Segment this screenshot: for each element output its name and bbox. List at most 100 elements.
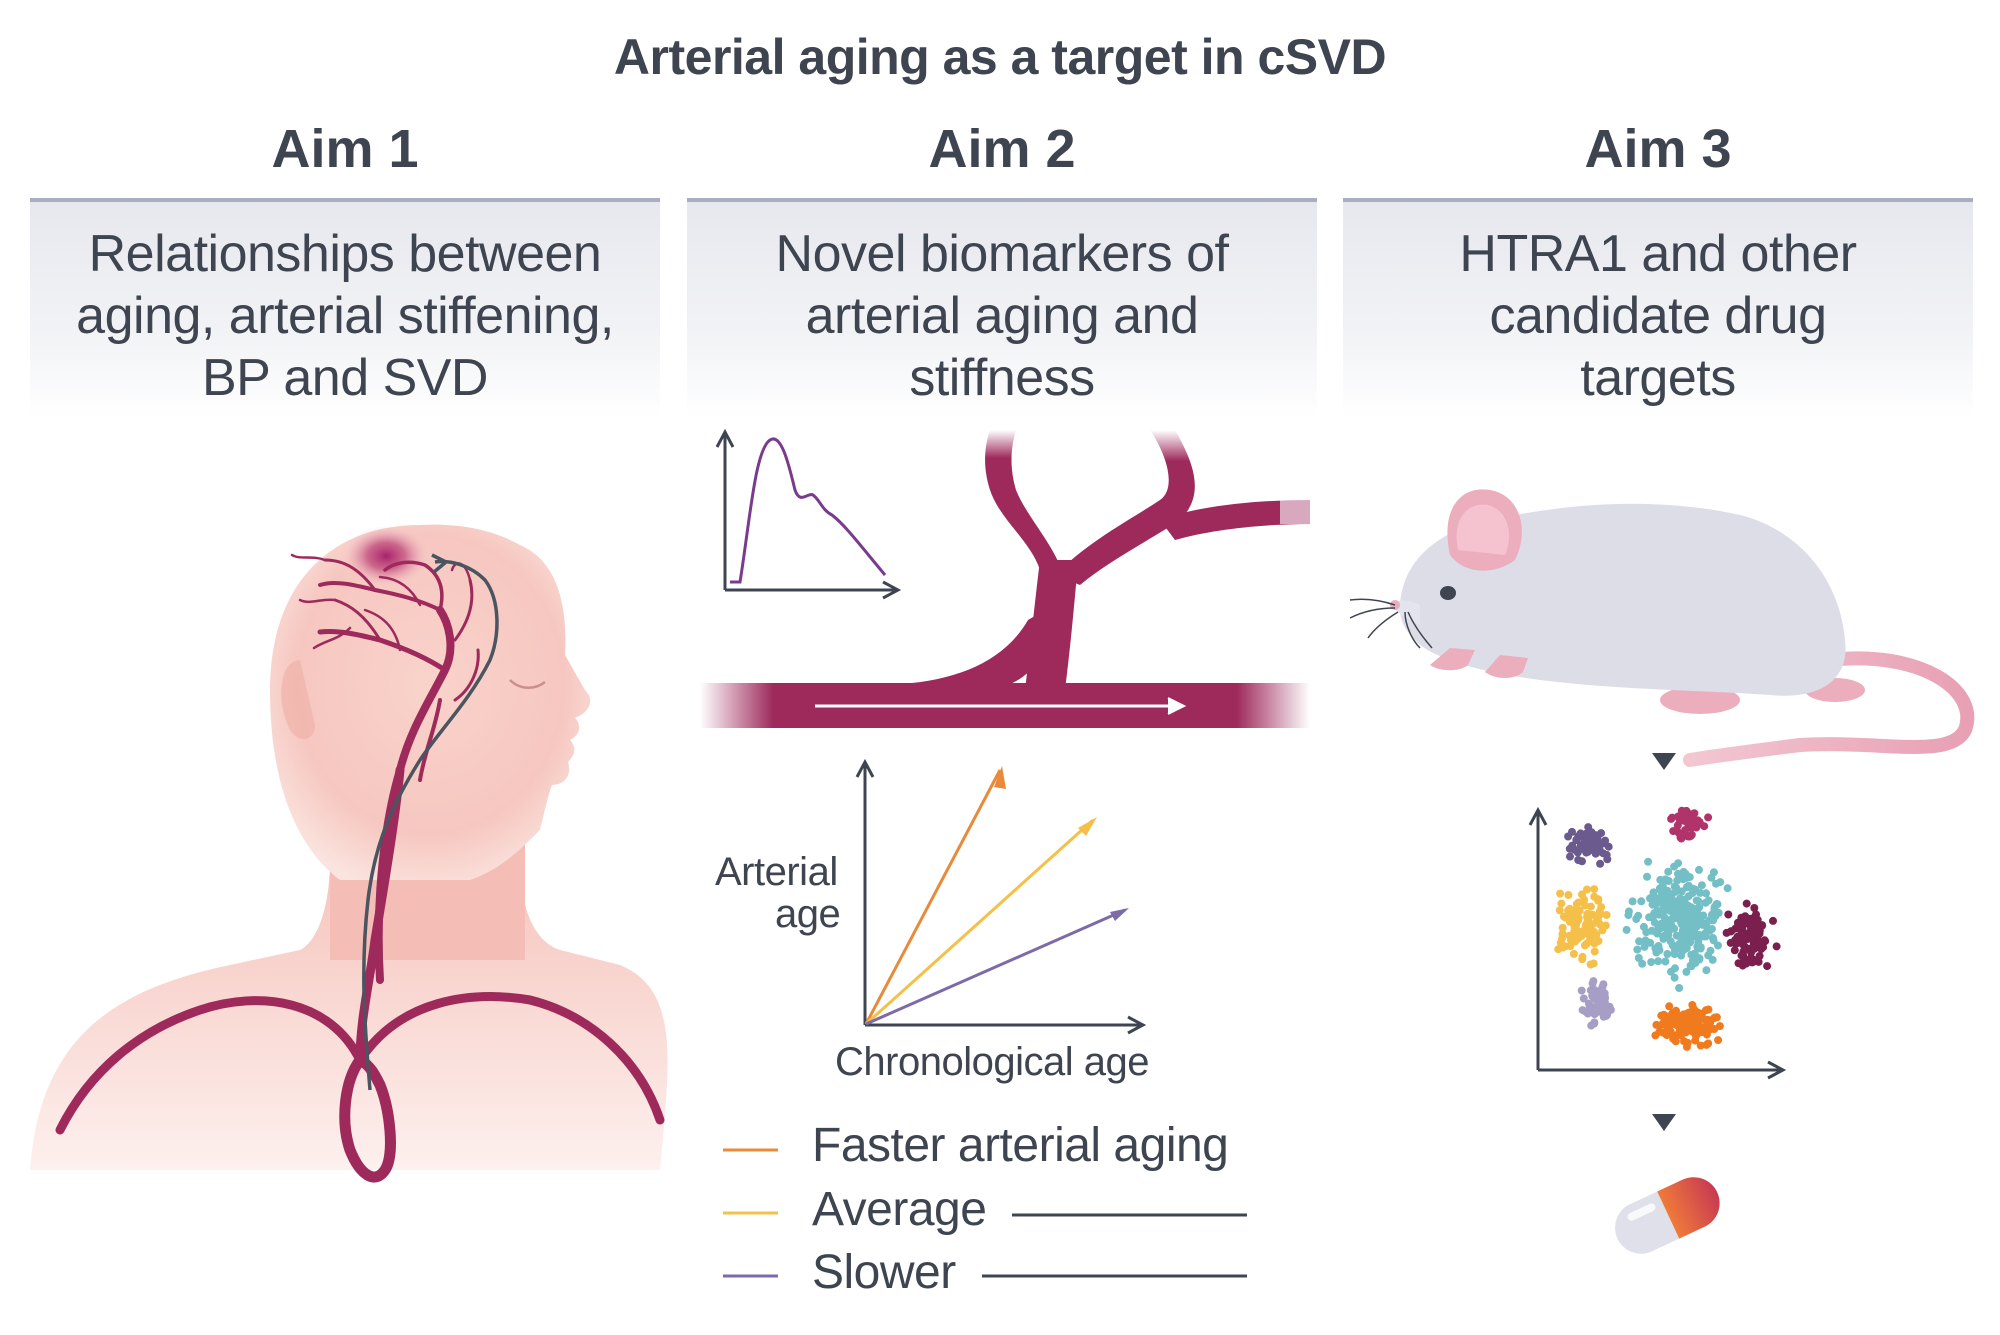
cluster-dot-3 — [1588, 920, 1597, 929]
cluster-dot-4 — [1695, 865, 1703, 874]
cluster-dot-2 — [1668, 813, 1677, 822]
cluster-dot-5 — [1731, 936, 1740, 944]
cluster-dot-1 — [1602, 850, 1611, 859]
cluster-dot-7 — [1689, 1004, 1698, 1013]
cluster-dot-4 — [1675, 984, 1684, 992]
cluster-dot-7 — [1669, 1034, 1678, 1043]
branching-artery-illustration — [700, 430, 1310, 728]
diagram-title: Arterial aging as a target in cSVD — [613, 29, 1387, 85]
cluster-dot-7 — [1665, 1002, 1674, 1011]
cluster-dot-4 — [1634, 954, 1643, 962]
cluster-dot-4 — [1663, 929, 1672, 938]
cluster-dot-4 — [1699, 911, 1708, 920]
cluster-dot-4 — [1639, 922, 1648, 931]
cluster-dot-4 — [1675, 874, 1684, 883]
cluster-dot-4 — [1688, 889, 1697, 897]
aim-1-label: Aim 1 — [271, 119, 419, 179]
legend-label-faster: Faster arterial aging — [812, 1119, 1229, 1172]
cluster-dot-1 — [1578, 857, 1586, 866]
arterial-age-chart — [855, 758, 1147, 1035]
cluster-dot-4 — [1640, 942, 1649, 951]
cluster-dot-3 — [1576, 928, 1585, 936]
chart-y-label-line-1: Arterial — [715, 850, 838, 894]
cluster-dot-4 — [1654, 894, 1663, 903]
faster-aging-line — [864, 769, 1002, 1025]
cluster-dot-4 — [1655, 910, 1664, 919]
cluster-dot-3 — [1565, 931, 1574, 940]
cluster-dot-1 — [1591, 837, 1600, 846]
cluster-dot-2 — [1682, 806, 1691, 815]
aim-1-line-3: BP and SVD — [201, 349, 489, 407]
cluster-dot-1 — [1595, 845, 1604, 853]
aim-3-line-1: HTRA1 and other — [1459, 225, 1857, 283]
cluster-dot-5 — [1752, 910, 1760, 919]
cluster-dot-4 — [1709, 936, 1718, 945]
cluster-dot-3 — [1557, 899, 1566, 908]
cluster-dot-3 — [1589, 959, 1598, 968]
cluster-dot-4 — [1670, 882, 1679, 891]
cluster-dot-3 — [1586, 902, 1595, 911]
cluster-dot-3 — [1569, 949, 1578, 958]
chart-y-label-line-2: age — [775, 892, 841, 936]
cluster-dot-3 — [1590, 885, 1599, 894]
cluster-dot-5 — [1754, 957, 1763, 966]
cluster-dot-2 — [1688, 814, 1697, 823]
cluster-dot-7 — [1701, 1006, 1710, 1015]
cluster-dot-4 — [1695, 955, 1704, 964]
cluster-dot-4 — [1674, 859, 1683, 868]
cluster-dot-4 — [1651, 944, 1660, 953]
cluster-dot-5 — [1769, 916, 1777, 925]
cluster-dot-7 — [1684, 1010, 1693, 1019]
aim-3-header: HTRA1 and other candidate drug targets — [1343, 198, 1973, 420]
pulse-wave-icon — [715, 428, 902, 600]
cluster-dot-5 — [1758, 921, 1766, 930]
cluster-dot-1 — [1573, 848, 1582, 857]
aim-2-header: Novel biomarkers of arterial aging and s… — [687, 198, 1317, 420]
cluster-dot-5 — [1742, 899, 1751, 908]
cluster-dot-3 — [1574, 914, 1583, 923]
cluster-dot-4 — [1656, 924, 1665, 933]
cluster-dot-6 — [1587, 1021, 1596, 1030]
cluster-dot-3 — [1575, 906, 1584, 915]
aim-1-line-1: Relationships between — [88, 225, 602, 283]
cluster-dot-4 — [1663, 886, 1672, 895]
cluster-dot-4 — [1624, 911, 1633, 920]
cluster-dot-1 — [1572, 836, 1581, 844]
cluster-dot-4 — [1702, 889, 1710, 898]
cluster-dot-3 — [1558, 923, 1567, 932]
cluster-dot-1 — [1582, 841, 1591, 850]
cluster-dot-7 — [1666, 1027, 1675, 1036]
aim-2-label: Aim 2 — [928, 119, 1076, 179]
cluster-dot-3 — [1580, 895, 1589, 904]
average-aging-line — [864, 818, 1095, 1026]
aim-1-header: Relationships between aging, arterial st… — [30, 198, 660, 420]
cluster-dot-7 — [1699, 1027, 1708, 1036]
cluster-dot-4 — [1685, 914, 1694, 923]
cluster-dot-4 — [1694, 897, 1703, 906]
cluster-dot-3 — [1561, 913, 1570, 922]
cluster-dot-1 — [1596, 859, 1605, 868]
cluster-dot-4 — [1696, 944, 1705, 953]
cluster-dot-6 — [1589, 977, 1598, 986]
cluster-dot-4 — [1637, 897, 1646, 906]
cluster-dot-7 — [1671, 1013, 1680, 1021]
cluster-dot-4 — [1632, 915, 1641, 923]
cluster-dot-4 — [1664, 867, 1673, 876]
cluster-dot-3 — [1564, 891, 1573, 899]
cluster-dot-4 — [1664, 877, 1673, 885]
aim-3-line-3: targets — [1580, 349, 1736, 407]
aim-3-label: Aim 3 — [1584, 119, 1732, 179]
chart-x-label: Chronological age — [835, 1040, 1149, 1084]
cluster-dot-4 — [1723, 884, 1732, 893]
cluster-dot-4 — [1698, 920, 1707, 929]
cluster-dot-3 — [1556, 938, 1565, 947]
cluster-dot-4 — [1647, 926, 1656, 935]
cluster-dot-7 — [1677, 1011, 1686, 1020]
cluster-dot-4 — [1643, 872, 1651, 881]
cluster-dot-7 — [1704, 1039, 1713, 1048]
cluster-dot-4 — [1633, 945, 1642, 954]
cluster-dot-6 — [1597, 1000, 1605, 1009]
cluster-dot-5 — [1755, 929, 1764, 938]
cluster-dot-6 — [1584, 999, 1593, 1008]
cluster-dot-4 — [1706, 946, 1715, 955]
